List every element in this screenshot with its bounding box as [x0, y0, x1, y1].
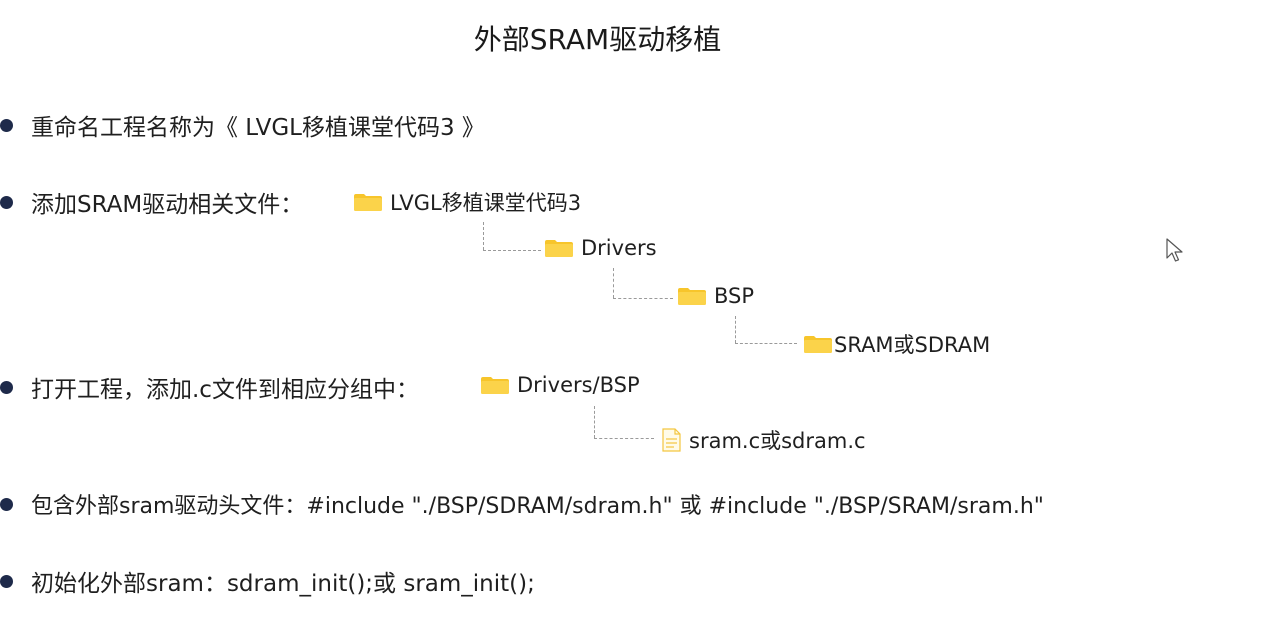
- bullet-include-header: 包含外部sram驱动头文件：#include "./BSP/SDRAM/sdra…: [0, 488, 1044, 520]
- bullet-text: 初始化外部sram：sdram_init();或 sram_init();: [31, 571, 535, 597]
- tree-node-bsp: BSP: [678, 284, 754, 308]
- folder-icon: [481, 376, 509, 394]
- folder-icon: [354, 193, 382, 211]
- folder-icon: [804, 335, 832, 353]
- tree-connector: [594, 406, 595, 438]
- tree-connector: [613, 298, 673, 299]
- file-icon: [662, 428, 681, 452]
- tree-connector: [483, 222, 484, 250]
- bullet-dot: [0, 118, 13, 132]
- tree-connector: [483, 250, 541, 251]
- tree-connector: [735, 316, 736, 343]
- tree-node-sram-sdram: SRAM或SDRAM: [804, 329, 990, 359]
- bullet-dot: [0, 574, 13, 588]
- tree-label: BSP: [714, 284, 755, 308]
- tree-node-drivers-bsp: Drivers/BSP: [481, 373, 640, 397]
- bullet-open-project: 打开工程，添加.c文件到相应分组中：: [0, 370, 419, 404]
- tree-connector: [594, 438, 654, 439]
- tree-label: Drivers/BSP: [517, 373, 640, 397]
- bullet-text: 包含外部sram驱动头文件：#include "./BSP/SDRAM/sdra…: [31, 494, 1044, 519]
- bullet-rename-project: 重命名工程名称为《 LVGL移植课堂代码3 》: [0, 108, 485, 142]
- tree-connector: [613, 268, 614, 298]
- tree-label: Drivers: [581, 236, 657, 260]
- bullet-init-sram: 初始化外部sram：sdram_init();或 sram_init();: [0, 564, 535, 598]
- tree-label: LVGL移植课堂代码3: [390, 191, 582, 215]
- tree-node-project-root: LVGL移植课堂代码3: [354, 187, 581, 217]
- bullet-dot: [0, 195, 13, 209]
- tree-connector: [735, 343, 797, 344]
- tree-label: sram.c或sdram.c: [689, 429, 866, 453]
- bullet-dot: [0, 380, 13, 394]
- bullet-text: 重命名工程名称为《 LVGL移植课堂代码3 》: [31, 115, 485, 141]
- tree-node-drivers: Drivers: [545, 236, 657, 260]
- bullet-text: 添加SRAM驱动相关文件：: [31, 192, 304, 218]
- mouse-cursor-icon: [1166, 238, 1183, 262]
- slide-title: 外部SRAM驱动移植: [473, 23, 722, 56]
- bullet-text: 打开工程，添加.c文件到相应分组中：: [31, 377, 419, 403]
- bullet-add-sram-files: 添加SRAM驱动相关文件：: [0, 185, 303, 219]
- folder-icon: [545, 239, 573, 257]
- tree-label: SRAM或SDRAM: [834, 333, 991, 357]
- bullet-dot: [0, 497, 13, 511]
- tree-node-sram-c: sram.c或sdram.c: [662, 425, 866, 455]
- folder-icon: [678, 287, 706, 305]
